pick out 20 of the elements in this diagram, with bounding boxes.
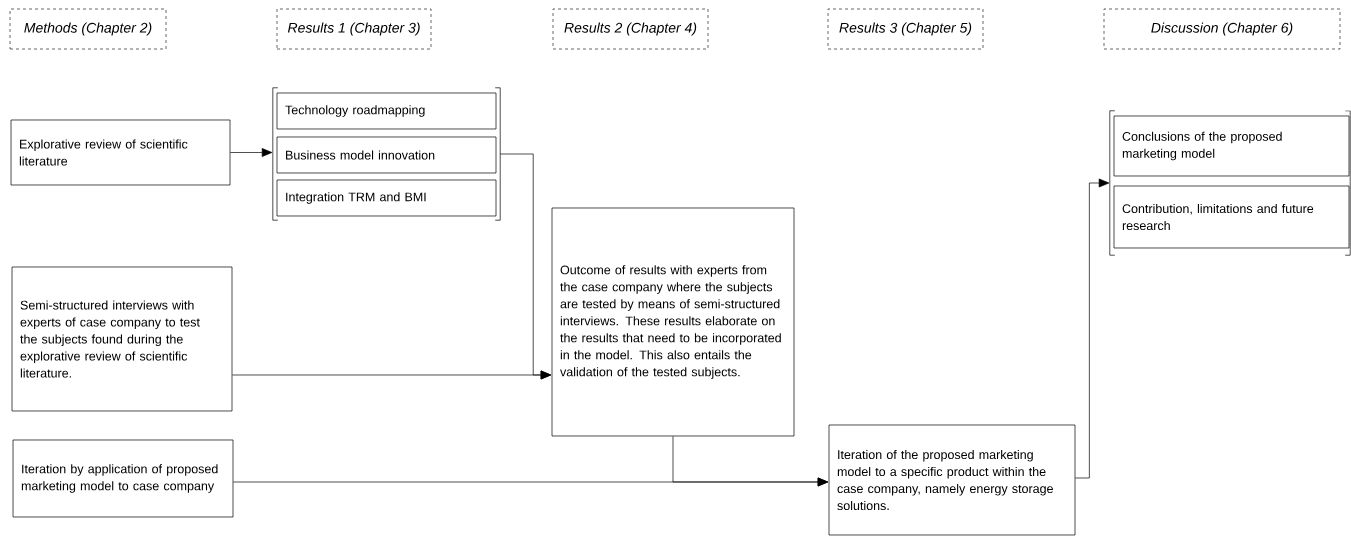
- process-box: Conclusions of the proposed marketing model: [1113, 115, 1350, 177]
- process-box: Outcome of results with experts from the case company where the subjects are tested by means of semi-structured interviews. These results elaborate on the results that need to be incorporated in the model. This also entails the validation of the tested subjects.: [551, 207, 795, 437]
- process-box: Business model innovation: [276, 136, 497, 174]
- chapter-header: Results 3 (Chapter 5): [827, 8, 984, 50]
- process-box: Explorative review of scientific literature: [10, 119, 231, 186]
- group-bracket: [272, 87, 501, 221]
- chapter-header: Methods (Chapter 2): [9, 8, 167, 50]
- process-box: Integration TRM and BMI: [276, 179, 497, 217]
- arrow: [233, 477, 829, 487]
- chapter-header: Results 2 (Chapter 4): [552, 8, 709, 50]
- process-box: Semi-structured interviews with experts of case company to test the subjects found during the explorative review of scientific literature.: [11, 266, 233, 412]
- arrow: [1075, 178, 1110, 479]
- arrow: [230, 148, 273, 157]
- chapter-header: Results 1 (Chapter 3): [276, 8, 432, 50]
- process-box: Iteration of the proposed marketing model to a specific product within the case company, namely energy storage solutions.: [828, 424, 1076, 536]
- process-box: Iteration by application of proposed marketing model to case company: [12, 439, 234, 518]
- arrow: [232, 370, 552, 380]
- process-box: Contribution, limitations and future research: [1113, 185, 1350, 249]
- process-box: Technology roadmapping: [276, 92, 497, 130]
- chapter-header: Discussion (Chapter 6): [1103, 8, 1341, 50]
